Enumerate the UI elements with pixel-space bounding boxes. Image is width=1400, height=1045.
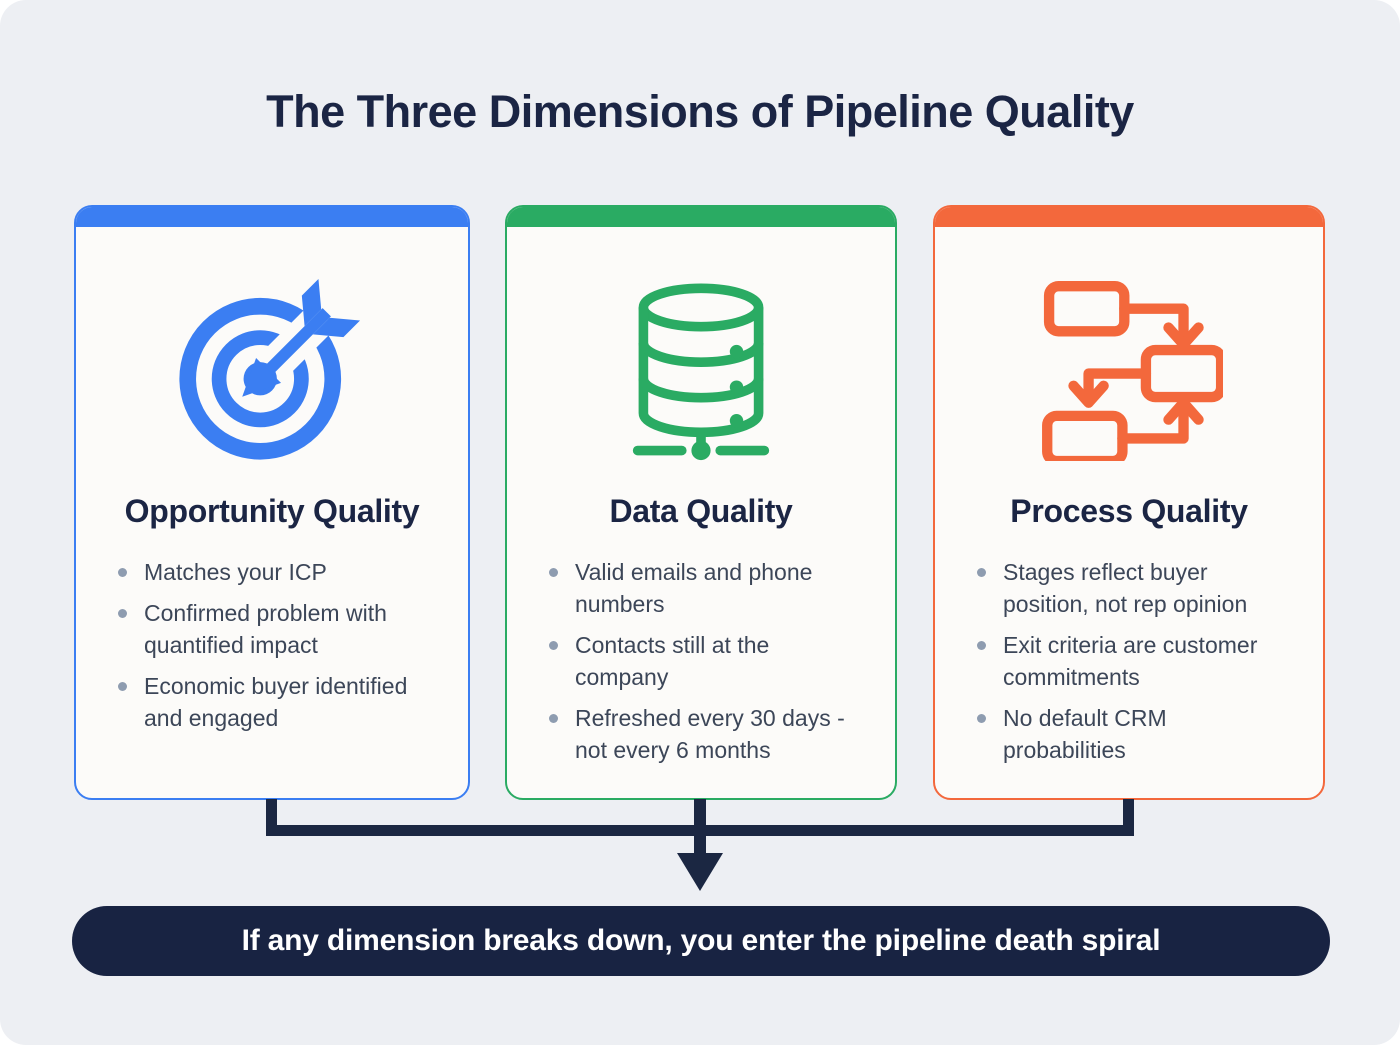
bullet-item: Exit criteria are customer commitments [977,629,1293,693]
bullet-text: Stages reflect buyer position, not rep o… [1003,559,1248,617]
bullet-text: Confirmed problem with quantified impact [144,600,387,658]
bullet-dot [549,568,558,577]
bullet-item: No default CRM probabilities [977,702,1293,766]
bullet-text: No default CRM probabilities [1003,705,1167,763]
bullet-list: Stages reflect buyer position, not rep o… [935,556,1323,766]
bullet-item: Matches your ICP [118,556,438,588]
bullet-list: Matches your ICP Confirmed problem with … [76,556,468,734]
bullet-item: Economic buyer identified and engaged [118,670,438,734]
card-heading: Process Quality [1010,493,1248,529]
connector-line-right [1123,799,1134,833]
conclusion-banner: If any dimension breaks down, you enter … [72,906,1330,976]
target-icon [76,267,468,467]
bullet-item: Contacts still at the company [549,629,865,693]
bullet-text: Economic buyer identified and engaged [144,673,408,731]
card-accent-bar [76,207,468,227]
bullet-text: Exit criteria are customer commitments [1003,632,1258,690]
card-process-quality: Process Quality Stages reflect buyer pos… [933,205,1325,800]
bullet-item: Valid emails and phone numbers [549,556,865,620]
database-icon [507,267,895,467]
card-accent-bar [507,207,895,227]
bullet-text: Matches your ICP [144,559,327,585]
card-accent-bar [935,207,1323,227]
page-title: The Three Dimensions of Pipeline Quality [266,86,1134,137]
card-opportunity-quality: Opportunity Quality Matches your ICP Con… [74,205,470,800]
bullet-item: Confirmed problem with quantified impact [118,597,438,661]
bullet-dot [118,568,127,577]
down-arrow-icon [677,853,723,891]
bullet-dot [977,641,986,650]
bullet-dot [549,714,558,723]
bullet-dot [977,714,986,723]
card-heading: Data Quality [609,493,793,529]
bullet-text: Contacts still at the company [575,632,770,690]
card-data-quality: Data Quality Valid emails and phone numb… [505,205,897,800]
bullet-dot [549,641,558,650]
card-heading: Opportunity Quality [124,493,420,529]
flowchart-icon [935,267,1323,467]
bullet-list: Valid emails and phone numbers Contacts … [507,556,895,766]
bullet-item: Stages reflect buyer position, not rep o… [977,556,1293,620]
bullet-dot [977,568,986,577]
bullet-dot [118,609,127,618]
bullet-text: Valid emails and phone numbers [575,559,813,617]
bullet-dot [118,682,127,691]
banner-text: If any dimension breaks down, you enter … [241,924,1161,957]
bullet-item: Refreshed every 30 days - not every 6 mo… [549,702,865,766]
bullet-text: Refreshed every 30 days - not every 6 mo… [575,705,845,763]
connector-line-left [266,799,277,833]
connector-line-middle [694,799,706,855]
